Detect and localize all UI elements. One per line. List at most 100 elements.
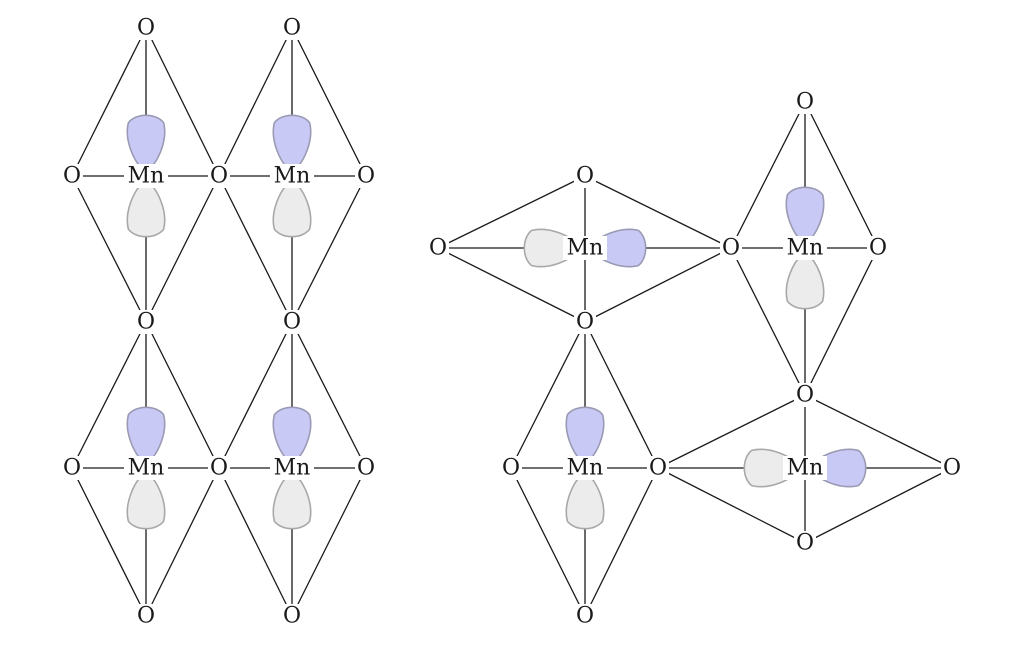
- octa-right-top-2-lobe-up: [785, 186, 825, 245]
- oxygen-label-halo: [135, 16, 157, 40]
- octa-left-top-2-edge-br: [291, 175, 367, 323]
- octa-right-bottom-1-lobe-up: [565, 406, 605, 465]
- octa-right-top-2-edge-br: [804, 247, 879, 396]
- oxygen-label: O: [137, 604, 155, 629]
- oxygen-label: O: [576, 310, 594, 335]
- octa-left-bottom-2-edge-br: [291, 467, 367, 617]
- octa-left-bottom-1-lobe-down: [126, 471, 166, 530]
- octa-right-top-1-edge-tr: [584, 175, 732, 249]
- oxygen-label-halo: [281, 16, 303, 40]
- oxygen-label-halo: [574, 604, 596, 628]
- oxygen-label-halo: [355, 164, 377, 188]
- octa-left-top-1-mn-label: Mn: [128, 164, 165, 189]
- octa-left-top-2-mn-label-halo: [270, 164, 314, 188]
- octa-left-bottom-1-edge-bl: [71, 467, 147, 617]
- oxygen-label-halo: [647, 456, 669, 480]
- octa-right-top-2-edge-bl: [730, 247, 806, 396]
- octa-right-top-1-edge-bl: [437, 247, 586, 323]
- octa-right-bottom-1-edge-tl: [510, 321, 586, 469]
- octa-left-bottom-1-edge-br: [145, 467, 220, 617]
- octa-left-top-1-edge-bl: [71, 175, 147, 323]
- octa-left-bottom-1-lobe-up: [126, 406, 166, 465]
- octa-left-bottom-1-mn-label-halo: [124, 456, 168, 480]
- oxygen-label: O: [63, 164, 81, 189]
- octa-left-top-2-edge-tr: [291, 27, 367, 177]
- octa-left-bottom-1-edge-tr: [145, 321, 220, 469]
- octa-left-top-2-edge-tl: [218, 27, 293, 177]
- octa-right-bottom-2-edge-tr: [804, 394, 953, 469]
- octa-left-top-1-mn-label-halo: [124, 164, 168, 188]
- oxygen-label: O: [283, 310, 301, 335]
- octa-right-bottom-2-edge-tl: [657, 394, 806, 469]
- oxygen-label: O: [210, 164, 228, 189]
- oxygen-label: O: [63, 456, 81, 481]
- octa-left-top-1-edge-br: [145, 175, 220, 323]
- octa-left-bottom-2-lobe-up: [272, 406, 312, 465]
- oxygen-label: O: [283, 604, 301, 629]
- oxygen-label-halo: [61, 164, 83, 188]
- octa-right-bottom-2-mn-label: Mn: [787, 456, 824, 481]
- oxygen-label-halo: [281, 310, 303, 334]
- octa-left-bottom-2-edge-tl: [218, 321, 293, 469]
- oxygen-label-halo: [867, 236, 889, 260]
- oxygen-label-halo: [281, 604, 303, 628]
- oxygen-label-halo: [941, 456, 963, 480]
- octa-left-bottom-2-mn-label-halo: [270, 456, 314, 480]
- octa-right-bottom-2-edge-br: [804, 467, 953, 544]
- octa-right-top-2-edge-tl: [730, 101, 806, 249]
- oxygen-label-halo: [720, 236, 742, 260]
- oxygen-label-halo: [427, 236, 449, 260]
- octa-left-top-1-lobe-down: [126, 179, 166, 238]
- oxygen-label-halo: [135, 310, 157, 334]
- oxygen-label: O: [137, 16, 155, 41]
- octa-left-bottom-2-lobe-down: [272, 471, 312, 530]
- octa-left-top-2-mn-label: Mn: [274, 164, 311, 189]
- octa-left-bottom-2-edge-bl: [218, 467, 293, 617]
- octa-right-bottom-2-edge-bl: [657, 467, 806, 544]
- octa-left-top-1-edge-tl: [71, 27, 147, 177]
- oxygen-label-halo: [208, 164, 230, 188]
- octa-right-top-1-mn-label-halo: [563, 236, 607, 260]
- octa-right-top-1-edge-br: [584, 247, 732, 323]
- oxygen-label: O: [357, 164, 375, 189]
- octa-left-top-2-edge-bl: [218, 175, 293, 323]
- octa-right-bottom-1-edge-bl: [510, 467, 586, 617]
- oxygen-label: O: [649, 456, 667, 481]
- oxygen-label: O: [502, 456, 520, 481]
- oxygen-label-halo: [135, 604, 157, 628]
- oxygen-label: O: [869, 236, 887, 261]
- octa-right-bottom-1-lobe-down: [565, 471, 605, 530]
- oxygen-label: O: [943, 456, 961, 481]
- oxygen-label: O: [357, 456, 375, 481]
- octa-left-top-1-lobe-up: [126, 114, 166, 173]
- oxygen-label: O: [576, 604, 594, 629]
- oxygen-label: O: [796, 90, 814, 115]
- octa-right-top-1-mn-label: Mn: [567, 236, 604, 261]
- octa-right-bottom-1-edge-tr: [584, 321, 659, 469]
- oxygen-label-halo: [61, 456, 83, 480]
- oxygen-label: O: [796, 383, 814, 408]
- octa-right-top-2-mn-label-halo: [783, 236, 827, 260]
- octa-right-bottom-1-mn-label: Mn: [567, 456, 604, 481]
- oxygen-label: O: [137, 310, 155, 335]
- octa-right-bottom-2-mn-label-halo: [783, 456, 827, 480]
- oxygen-label-halo: [794, 90, 816, 114]
- octa-left-top-2-lobe-down: [272, 179, 312, 238]
- oxygen-label: O: [210, 456, 228, 481]
- octa-right-top-2-edge-tr: [804, 101, 879, 249]
- oxygen-label-halo: [574, 164, 596, 188]
- oxygen-label: O: [722, 236, 740, 261]
- octa-left-top-2-lobe-up: [272, 114, 312, 173]
- octa-left-bottom-2-mn-label: Mn: [274, 456, 311, 481]
- oxygen-label-halo: [500, 456, 522, 480]
- octa-left-bottom-2-edge-tr: [291, 321, 367, 469]
- octa-left-bottom-1-edge-tl: [71, 321, 147, 469]
- oxygen-label-halo: [574, 310, 596, 334]
- octa-right-top-1-edge-tl: [437, 175, 586, 249]
- octa-right-top-2-lobe-down: [785, 251, 825, 310]
- octa-left-bottom-1-mn-label: Mn: [128, 456, 165, 481]
- orbital-lobes: [126, 114, 867, 530]
